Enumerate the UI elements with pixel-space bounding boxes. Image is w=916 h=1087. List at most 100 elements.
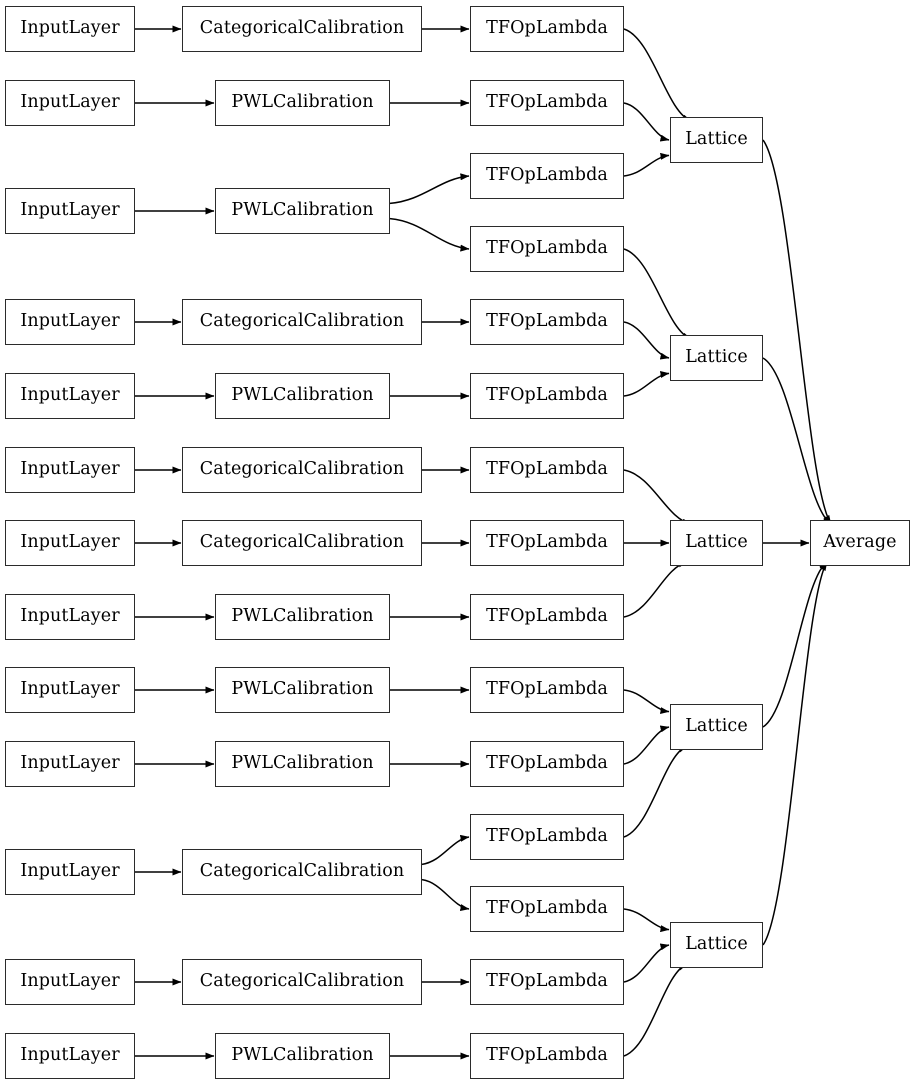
node-cal6[interactable]: CategoricalCalibration (182, 447, 422, 493)
edge-lat5-to-avg (762, 561, 828, 946)
node-tf6[interactable]: TFOpLambda (470, 373, 624, 419)
node-label: TFOpLambda (486, 1045, 608, 1066)
edge-tf7-to-lat3 (623, 469, 692, 526)
node-tf7[interactable]: TFOpLambda (470, 447, 624, 493)
node-label: CategoricalCalibration (199, 532, 405, 553)
node-label: Lattice (685, 716, 748, 737)
node-label: TFOpLambda (486, 606, 608, 627)
edge-lat1-to-avg (762, 139, 832, 525)
node-in7[interactable]: InputLayer (5, 520, 135, 566)
node-cal13[interactable]: PWLCalibration (215, 1033, 390, 1079)
node-label: TFOpLambda (486, 385, 608, 406)
node-label: InputLayer (20, 753, 120, 774)
node-label: InputLayer (20, 459, 120, 480)
node-cal12[interactable]: CategoricalCalibration (182, 959, 422, 1005)
node-tf10[interactable]: TFOpLambda (470, 667, 624, 713)
node-label: CategoricalCalibration (199, 18, 405, 39)
node-label: PWLCalibration (231, 1045, 374, 1066)
node-in12[interactable]: InputLayer (5, 959, 135, 1005)
node-tf4[interactable]: TFOpLambda (470, 226, 624, 272)
node-in8[interactable]: InputLayer (5, 594, 135, 640)
node-label: InputLayer (20, 606, 120, 627)
edge-tf3-to-lat1 (623, 152, 670, 177)
node-cal10[interactable]: PWLCalibration (215, 741, 390, 787)
edge-tf5-to-lat2 (623, 321, 670, 360)
node-label: TFOpLambda (486, 532, 608, 553)
node-label: InputLayer (20, 971, 120, 992)
node-lat2[interactable]: Lattice (670, 335, 763, 381)
node-cal9[interactable]: PWLCalibration (215, 667, 390, 713)
node-label: PWLCalibration (231, 200, 374, 221)
node-cal7[interactable]: CategoricalCalibration (182, 520, 422, 566)
node-lat1[interactable]: Lattice (670, 117, 763, 163)
edge-tf2-to-lat1 (623, 102, 670, 142)
node-label: CategoricalCalibration (199, 459, 405, 480)
node-in2[interactable]: InputLayer (5, 80, 135, 126)
edge-tf15-to-lat5 (623, 963, 688, 1057)
node-tf13[interactable]: TFOpLambda (470, 886, 624, 932)
edge-tf12-to-lat4 (623, 745, 688, 838)
edge-tf14-to-lat5 (623, 943, 670, 983)
node-cal5[interactable]: PWLCalibration (215, 373, 390, 419)
node-label: TFOpLambda (486, 753, 608, 774)
edge-cal11-to-tf12 (421, 834, 470, 866)
edge-cal11-to-tf13 (421, 878, 470, 911)
node-tf15[interactable]: TFOpLambda (470, 1033, 624, 1079)
node-label: TFOpLambda (486, 18, 608, 39)
node-label: TFOpLambda (486, 898, 608, 919)
node-label: InputLayer (20, 1045, 120, 1066)
node-label: InputLayer (20, 861, 120, 882)
node-label: TFOpLambda (486, 971, 608, 992)
node-label: Lattice (685, 532, 748, 553)
node-tf1[interactable]: TFOpLambda (470, 6, 624, 52)
edge-tf9-to-lat3 (623, 560, 688, 618)
node-label: InputLayer (20, 200, 120, 221)
node-in4[interactable]: InputLayer (5, 299, 135, 345)
node-cal3[interactable]: PWLCalibration (215, 188, 390, 234)
node-tf9[interactable]: TFOpLambda (470, 594, 624, 640)
node-label: TFOpLambda (486, 459, 608, 480)
node-in10[interactable]: InputLayer (5, 741, 135, 787)
node-label: InputLayer (20, 18, 120, 39)
node-tf12[interactable]: TFOpLambda (470, 814, 624, 860)
node-tf2[interactable]: TFOpLambda (470, 80, 624, 126)
node-in6[interactable]: InputLayer (5, 447, 135, 493)
node-label: Average (823, 532, 897, 553)
node-tf14[interactable]: TFOpLambda (470, 959, 624, 1005)
edge-lat2-to-avg (762, 357, 832, 525)
node-in5[interactable]: InputLayer (5, 373, 135, 419)
node-lat3[interactable]: Lattice (670, 520, 763, 566)
node-lat4[interactable]: Lattice (670, 704, 763, 750)
node-label: CategoricalCalibration (199, 971, 405, 992)
node-in1[interactable]: InputLayer (5, 6, 135, 52)
node-in3[interactable]: InputLayer (5, 188, 135, 234)
node-label: InputLayer (20, 679, 120, 700)
node-in11[interactable]: InputLayer (5, 849, 135, 895)
node-tf8[interactable]: TFOpLambda (470, 520, 624, 566)
node-cal8[interactable]: PWLCalibration (215, 594, 390, 640)
node-tf3[interactable]: TFOpLambda (470, 153, 624, 199)
node-label: TFOpLambda (486, 679, 608, 700)
node-in13[interactable]: InputLayer (5, 1033, 135, 1079)
node-in9[interactable]: InputLayer (5, 667, 135, 713)
node-label: PWLCalibration (231, 385, 374, 406)
node-tf5[interactable]: TFOpLambda (470, 299, 624, 345)
node-label: TFOpLambda (486, 92, 608, 113)
node-label: TFOpLambda (486, 826, 608, 847)
edge-tf6-to-lat2 (623, 371, 670, 397)
edge-tf1-to-lat1 (623, 28, 692, 122)
node-tf11[interactable]: TFOpLambda (470, 741, 624, 787)
node-cal4[interactable]: CategoricalCalibration (182, 299, 422, 345)
node-label: Lattice (685, 347, 748, 368)
node-cal2[interactable]: PWLCalibration (215, 80, 390, 126)
node-label: TFOpLambda (486, 165, 608, 186)
node-label: InputLayer (20, 385, 120, 406)
node-lat5[interactable]: Lattice (670, 922, 763, 968)
edge-cal3-to-tf3 (389, 173, 470, 205)
node-avg[interactable]: Average (810, 520, 910, 566)
node-label: TFOpLambda (486, 311, 608, 332)
node-label: InputLayer (20, 92, 120, 113)
node-cal1[interactable]: CategoricalCalibration (182, 6, 422, 52)
node-cal11[interactable]: CategoricalCalibration (182, 849, 422, 895)
